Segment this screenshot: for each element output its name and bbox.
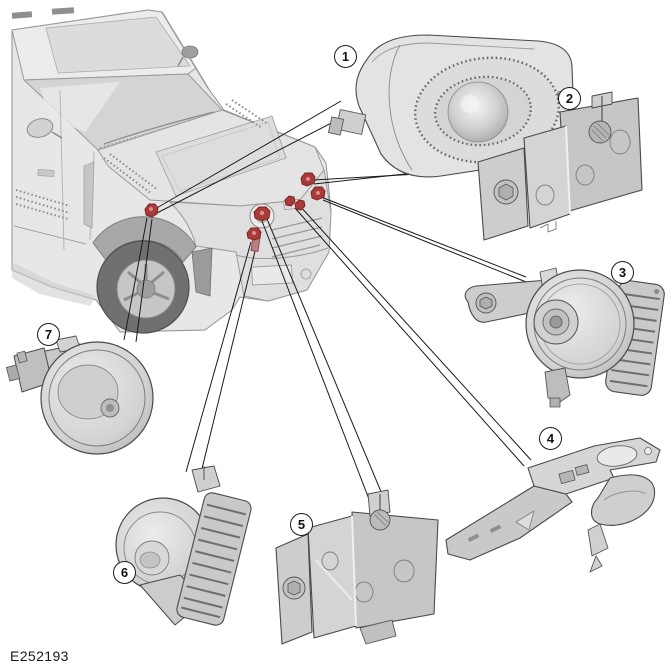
- fastener-right: [310, 186, 326, 201]
- part-mounting-bracket-upper: [477, 91, 643, 241]
- callout-1-label: 1: [341, 49, 350, 64]
- callout-2-label: 2: [565, 91, 574, 106]
- fastener-front-left: [144, 203, 159, 218]
- part-low-tone-horn: [115, 465, 252, 626]
- fastener-markers: [144, 172, 326, 252]
- callout-5: 5: [290, 513, 313, 536]
- part-mounting-bracket-plate: [445, 437, 661, 573]
- callout-4-label: 4: [546, 431, 555, 446]
- callout-7-label: 7: [44, 327, 53, 342]
- vehicle-front-three-quarter: [11, 7, 332, 334]
- callout-4: 4: [539, 427, 562, 450]
- callout-3: 3: [611, 261, 634, 284]
- part-horn-rear-view: [5, 335, 154, 455]
- callout-2: 2: [558, 87, 581, 110]
- figure-reference: E252193: [10, 648, 69, 664]
- fastener-mid-pair: [284, 195, 306, 211]
- callout-1: 1: [334, 45, 357, 68]
- part-mounting-bracket-lower: [275, 489, 439, 645]
- fastener-lower-left: [246, 227, 262, 252]
- part-high-tone-horn: [464, 267, 665, 408]
- callout-5-label: 5: [297, 517, 306, 532]
- fastener-upper-right: [300, 172, 316, 187]
- callout-7: 7: [37, 323, 60, 346]
- callout-3-label: 3: [618, 265, 627, 280]
- leader-lines: [123, 100, 532, 508]
- callout-6: 6: [113, 561, 136, 584]
- fastener-center: [253, 206, 271, 222]
- callout-6-label: 6: [120, 565, 129, 580]
